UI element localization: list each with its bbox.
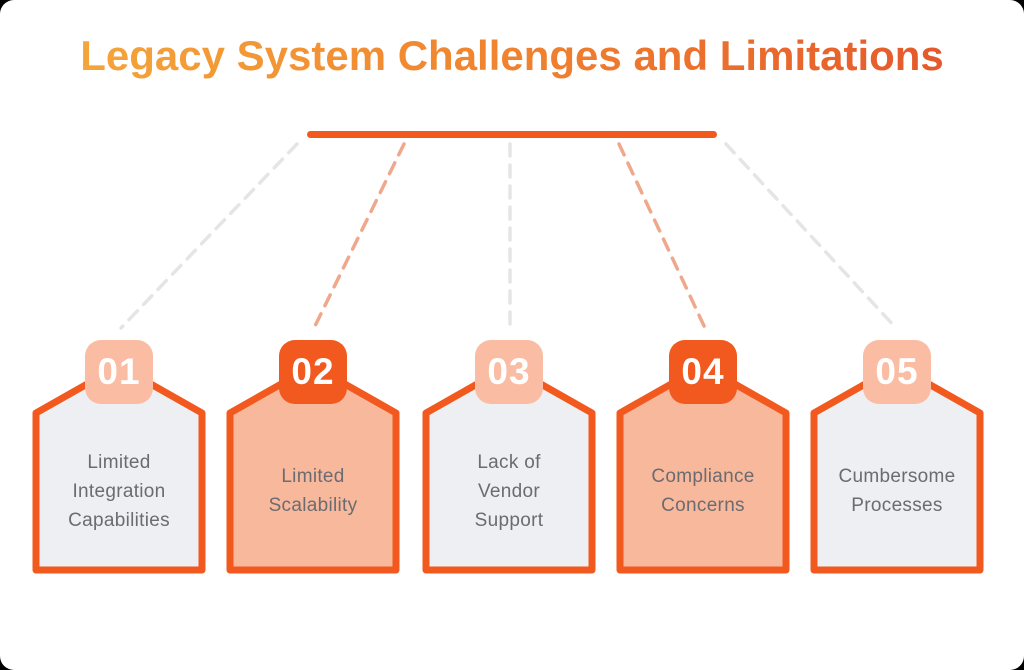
card-label: Limited Integration Capabilities <box>39 412 199 570</box>
card-label-line: Vendor <box>477 480 541 502</box>
card-pentagon-shape <box>32 362 206 574</box>
challenge-card-4: 04 Compliance Concerns <box>615 340 791 580</box>
card-pentagon-shape <box>810 362 984 574</box>
challenge-card-3: 03 Lack of Vendor Support <box>421 340 597 580</box>
card-label-line: Scalability <box>268 495 358 516</box>
card-label-line: Limited <box>87 451 151 473</box>
step-number-badge: 05 <box>863 340 931 404</box>
challenge-card-2: 02 Limited Scalability <box>225 340 401 580</box>
card-label: Limited Scalability <box>233 412 393 570</box>
step-number: 01 <box>97 351 141 392</box>
step-number: 02 <box>291 351 335 392</box>
step-number-badge: 01 <box>85 340 153 404</box>
card-label: Compliance Concerns <box>623 412 783 570</box>
title-divider-bar <box>307 131 717 138</box>
step-number-badge: 04 <box>669 340 737 404</box>
step-number-badge: 02 <box>279 340 347 404</box>
challenge-card-1: 01 Limited Integration Capabilities <box>31 340 207 580</box>
step-number: 05 <box>875 351 919 392</box>
step-number: 03 <box>487 351 531 392</box>
connector-line-2 <box>312 142 406 330</box>
card-label-line: Support <box>474 509 544 531</box>
challenge-card-5: 05 Cumbersome Processes <box>809 340 985 580</box>
card-label-line: Compliance <box>651 466 755 487</box>
card-label-line: Concerns <box>661 495 745 516</box>
card-pentagon-shape <box>226 362 400 574</box>
page-title: Legacy System Challenges and Limitations <box>0 32 1024 80</box>
card-label-line: Lack of <box>477 451 541 473</box>
card-label-line: Limited <box>281 466 345 487</box>
card-label: Lack of Vendor Support <box>429 412 589 570</box>
card-label-line: Capabilities <box>68 509 170 531</box>
card-label: Cumbersome Processes <box>817 412 977 570</box>
card-label-line: Integration <box>72 480 166 502</box>
connector-line-4 <box>617 142 707 330</box>
step-number: 04 <box>681 351 725 392</box>
card-pentagon-shape <box>616 362 790 574</box>
card-pentagon-shape <box>422 362 596 574</box>
connector-line-1 <box>119 142 299 330</box>
card-label-line: Cumbersome <box>838 466 956 487</box>
card-label-line: Processes <box>851 495 943 516</box>
step-number-badge: 03 <box>475 340 543 404</box>
connector-line-5 <box>724 142 898 330</box>
